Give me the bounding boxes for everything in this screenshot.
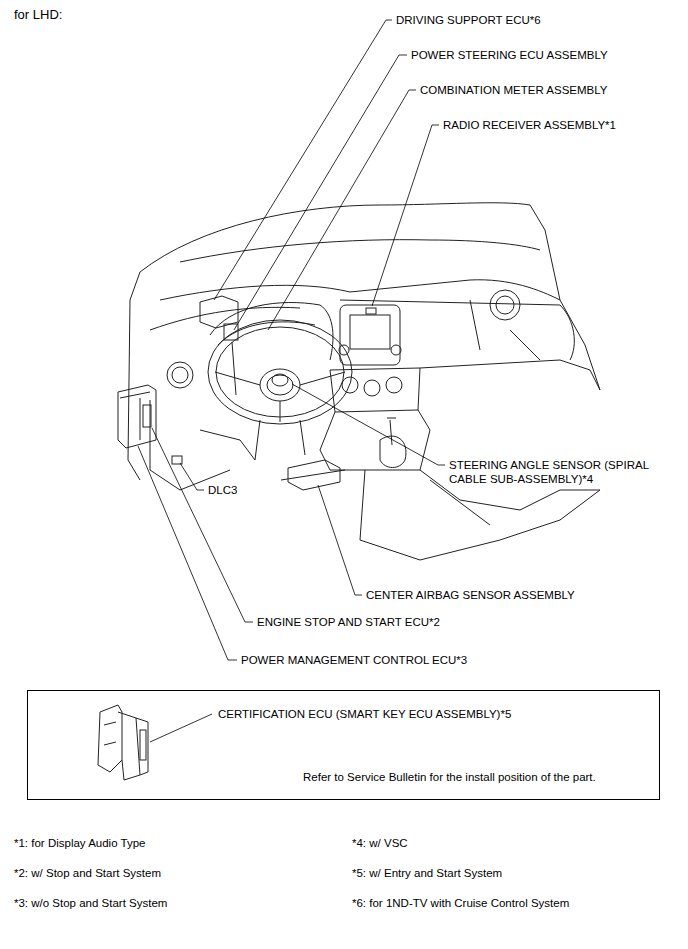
note-box: CERTIFICATION ECU (SMART KEY ECU ASSEMBL…: [27, 690, 660, 800]
footnote: *6: for 1ND-TV with Cruise Control Syste…: [352, 896, 569, 910]
part-label: POWER STEERING ECU ASSEMBLY: [411, 48, 608, 62]
footnote: *5: w/ Entry and Start System: [352, 866, 502, 880]
part-label: POWER MANAGEMENT CONTROL ECU*3: [241, 653, 467, 667]
part-label: RADIO RECEIVER ASSEMBLY*1: [443, 118, 616, 132]
part-label: CENTER AIRBAG SENSOR ASSEMBLY: [366, 588, 575, 602]
footnote: *4: w/ VSC: [352, 836, 408, 850]
part-label: STEERING ANGLE SENSOR (SPIRAL CABLE SUB-…: [449, 458, 669, 486]
note-text: Refer to Service Bulletin for the instal…: [303, 770, 596, 784]
part-label: DLC3: [208, 483, 237, 497]
part-label: ENGINE STOP AND START ECU*2: [257, 615, 440, 629]
footnote: *3: w/o Stop and Start System: [14, 896, 167, 910]
diagram-title: for LHD:: [14, 8, 62, 22]
footnote: *2: w/ Stop and Start System: [14, 866, 161, 880]
part-label: CERTIFICATION ECU (SMART KEY ECU ASSEMBL…: [218, 707, 511, 721]
part-label: DRIVING SUPPORT ECU*6: [396, 13, 541, 27]
part-label: COMBINATION METER ASSEMBLY: [420, 83, 607, 97]
footnote: *1: for Display Audio Type: [14, 836, 145, 850]
